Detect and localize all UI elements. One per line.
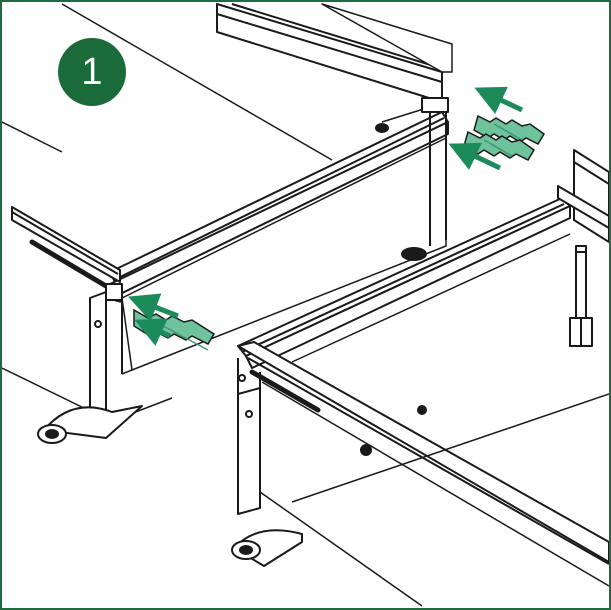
step-number: 1 [81, 51, 103, 93]
left-module-right-post [421, 97, 449, 246]
top-back-rail [216, 3, 453, 103]
left-side-rail [11, 206, 121, 289]
left-cabinet-module [2, 3, 453, 444]
left-module-foot-back [375, 123, 427, 261]
upper-clip-2 [463, 130, 535, 161]
upper-clip-1 [473, 114, 545, 145]
right-module-foot-front [231, 529, 303, 567]
left-module-front-leg [89, 283, 123, 429]
right-module-front-rail [237, 341, 609, 587]
right-cabinet-module [231, 149, 609, 607]
right-module-left-post [237, 358, 261, 515]
right-module-back-upright [557, 149, 609, 243]
insert-arrow-icon [474, 86, 524, 114]
insert-arrows [128, 86, 524, 346]
insert-arrow-icon [448, 142, 502, 171]
right-module-back-rail [237, 197, 571, 369]
step-number-badge: 1 [58, 38, 126, 106]
adjustable-foot-standoff [569, 245, 593, 347]
left-module-foot-front [37, 405, 143, 444]
insert-arrow-icon [134, 318, 172, 346]
insert-arrow-icon [128, 293, 179, 322]
